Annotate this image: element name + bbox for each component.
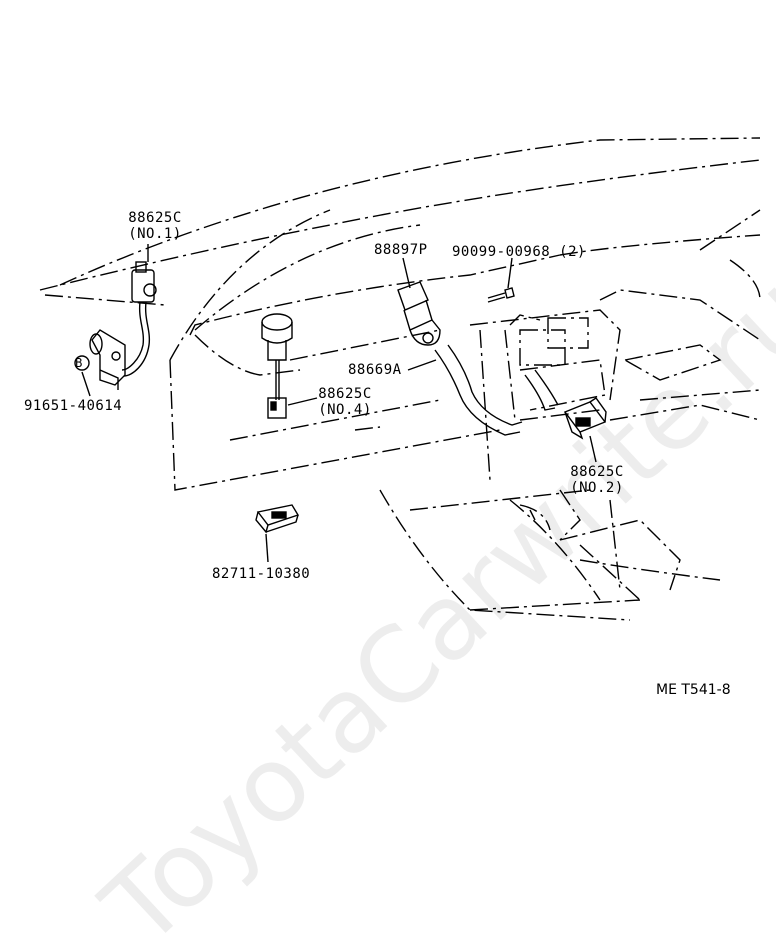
callout-part-number: 88669A [348, 362, 402, 378]
figure-reference: ME T541-8 [656, 682, 731, 698]
callout-part-number: 88897P [374, 242, 428, 258]
callout-screw: 90099-00968 (2) [452, 244, 586, 260]
callout-hose: 88669A [348, 362, 402, 378]
callout-bolt-symbol: B [72, 355, 86, 371]
callout-sensor-no1: 88625C (NO.1) [120, 210, 190, 242]
callout-bolt: 91651-40614 [24, 398, 122, 414]
callout-note: (NO.2) [570, 480, 624, 496]
callout-note: (NO.4) [318, 402, 372, 418]
callout-connector: 82711-10380 [212, 566, 310, 582]
callout-part-number: 88625C [570, 464, 624, 480]
screw [487, 287, 515, 303]
callout-part-number: 91651-40614 [24, 398, 123, 414]
callout-sensor-no2: 88625C (NO.2) [562, 464, 632, 496]
center-console [379, 309, 761, 621]
connector-82711 [255, 504, 300, 534]
sensor-no1-assembly [74, 261, 157, 390]
callout-sensor-88897p: 88897P [374, 242, 428, 258]
callout-part-number: 88625C [128, 210, 182, 226]
sensor-88897p-assembly [397, 281, 441, 346]
callout-sensor-no4: 88625C (NO.4) [312, 386, 378, 418]
callout-part-number: 88625C [318, 386, 372, 402]
callout-quantity: (2) [559, 244, 586, 260]
leader-lines [81, 244, 597, 563]
callout-note: (NO.1) [128, 226, 182, 242]
callout-part-number: 82711-10380 [212, 566, 311, 582]
callout-part-number: 90099-00968 [452, 244, 551, 260]
sensor-no4-assembly [261, 313, 293, 419]
bolt-symbol-letter: B [75, 356, 83, 370]
hose [434, 344, 559, 436]
sensor-no2-assembly [563, 397, 607, 440]
